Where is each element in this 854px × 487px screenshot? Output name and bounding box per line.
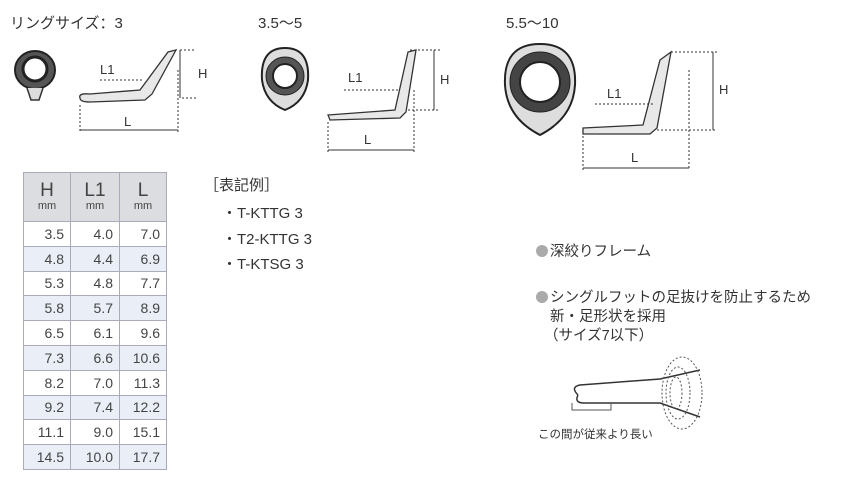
- cell-h: 14.5: [23, 444, 71, 470]
- cell-l1: 7.0: [70, 369, 120, 396]
- bullet-icon: [536, 291, 548, 303]
- guide-diagram-small: L1 H L: [14, 49, 207, 132]
- bullet-icon: [536, 245, 548, 257]
- cell-l: 17.7: [119, 444, 167, 470]
- cell-h: 5.3: [23, 270, 71, 297]
- cell-l: 9.6: [119, 320, 167, 346]
- cell-l1: 5.7: [70, 295, 120, 322]
- cell-l: 7.0: [119, 221, 167, 247]
- ring-front-view: [260, 46, 310, 112]
- cell-h: 6.5: [23, 320, 71, 346]
- cell-l1: 4.0: [70, 221, 120, 247]
- guide-diagram-large: L1 H L: [503, 42, 728, 170]
- cell-h: 7.3: [23, 344, 71, 371]
- foot-caption: この間が従来より長い: [538, 429, 653, 441]
- size-label-3-5-to-5: 3.5〜5: [258, 15, 303, 32]
- cell-h: 8.2: [23, 369, 71, 396]
- dim-h-label: H: [719, 82, 728, 97]
- dim-h-label: H: [198, 66, 207, 81]
- ring-front-view: [503, 42, 577, 137]
- cell-l: 6.9: [119, 245, 167, 272]
- dim-h-label: H: [440, 72, 449, 87]
- example-item: ・T2-KTTG 3: [222, 231, 313, 248]
- cell-h: 4.8: [23, 245, 71, 272]
- size-label-3: リングサイズ：3: [10, 15, 123, 32]
- cell-l1: 10.0: [70, 444, 120, 470]
- cell-l1: 7.4: [70, 394, 120, 421]
- cell-h: 3.5: [23, 221, 71, 247]
- cell-l1: 4.4: [70, 245, 120, 272]
- feature-item-2: シングルフットの足抜けを防止するため 新・足形状を採用 （サイズ7以下）: [536, 289, 811, 346]
- cell-l: 8.9: [119, 295, 167, 322]
- dim-l-label: L: [364, 132, 371, 147]
- cell-l: 15.1: [119, 419, 167, 446]
- cell-l1: 6.6: [70, 344, 120, 371]
- example-item: ・T-KTSG 3: [222, 256, 304, 273]
- ring-front-view: [14, 50, 56, 101]
- example-item: ・T-KTTG 3: [222, 205, 303, 222]
- cell-l1: 4.8: [70, 270, 120, 297]
- cell-l1: 6.1: [70, 320, 120, 346]
- size-label-5-5-to-10: 5.5〜10: [506, 15, 559, 32]
- cell-l: 12.2: [119, 394, 167, 421]
- dim-l-label: L: [124, 114, 131, 129]
- cell-h: 11.1: [23, 419, 71, 446]
- guide-side-view: [582, 50, 717, 170]
- cell-l: 11.3: [119, 369, 167, 396]
- feature-item-1: 深絞りフレーム: [536, 243, 651, 262]
- guide-side-view: [327, 49, 440, 152]
- cell-l: 10.6: [119, 344, 167, 371]
- dim-l1-label: L1: [607, 86, 621, 101]
- cell-l: 7.7: [119, 270, 167, 297]
- foot-shape-diagram: [571, 356, 703, 430]
- guide-diagram-medium: L1 H L: [260, 46, 449, 152]
- guide-side-view: [79, 49, 196, 132]
- cell-h: 9.2: [23, 394, 71, 421]
- cell-h: 5.8: [23, 295, 71, 322]
- dim-l-label: L: [631, 150, 638, 165]
- cell-l1: 9.0: [70, 419, 120, 446]
- dim-l1-label: L1: [348, 70, 362, 85]
- dim-l1-label: L1: [100, 62, 114, 77]
- example-title: ［表記例］: [204, 177, 280, 194]
